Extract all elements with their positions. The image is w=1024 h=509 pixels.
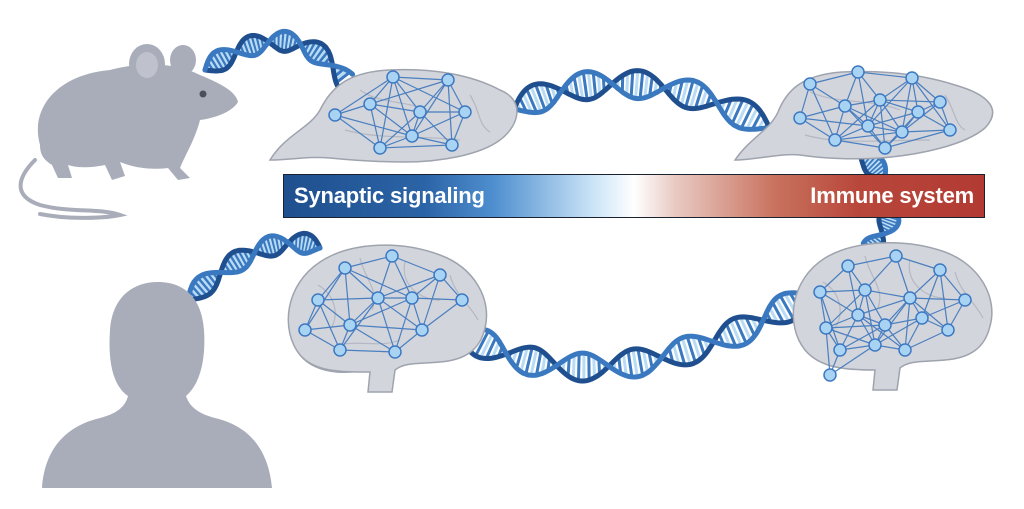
dna-helix-human-top xyxy=(185,230,323,303)
synaptic-signaling-label: Synaptic signaling xyxy=(294,183,485,208)
dna-helix-top-middle xyxy=(467,68,800,154)
mouse-brain-right xyxy=(733,70,994,161)
synaptic-immune-gradient-bar: Synaptic signaling Immune system xyxy=(283,174,985,218)
immune-system-label: Immune system xyxy=(810,183,974,208)
dna-helix-mouse-top xyxy=(202,28,356,89)
dna-helix-bottom-middle xyxy=(457,290,807,384)
network-mouse-left xyxy=(328,70,472,155)
network-human-right xyxy=(813,249,972,382)
network-human-left xyxy=(298,249,469,359)
network-mouse-right xyxy=(793,65,957,155)
human-brain-left xyxy=(287,244,488,393)
neural-networks xyxy=(298,65,972,382)
human-silhouette xyxy=(42,282,272,488)
mouse-silhouette xyxy=(18,44,238,220)
